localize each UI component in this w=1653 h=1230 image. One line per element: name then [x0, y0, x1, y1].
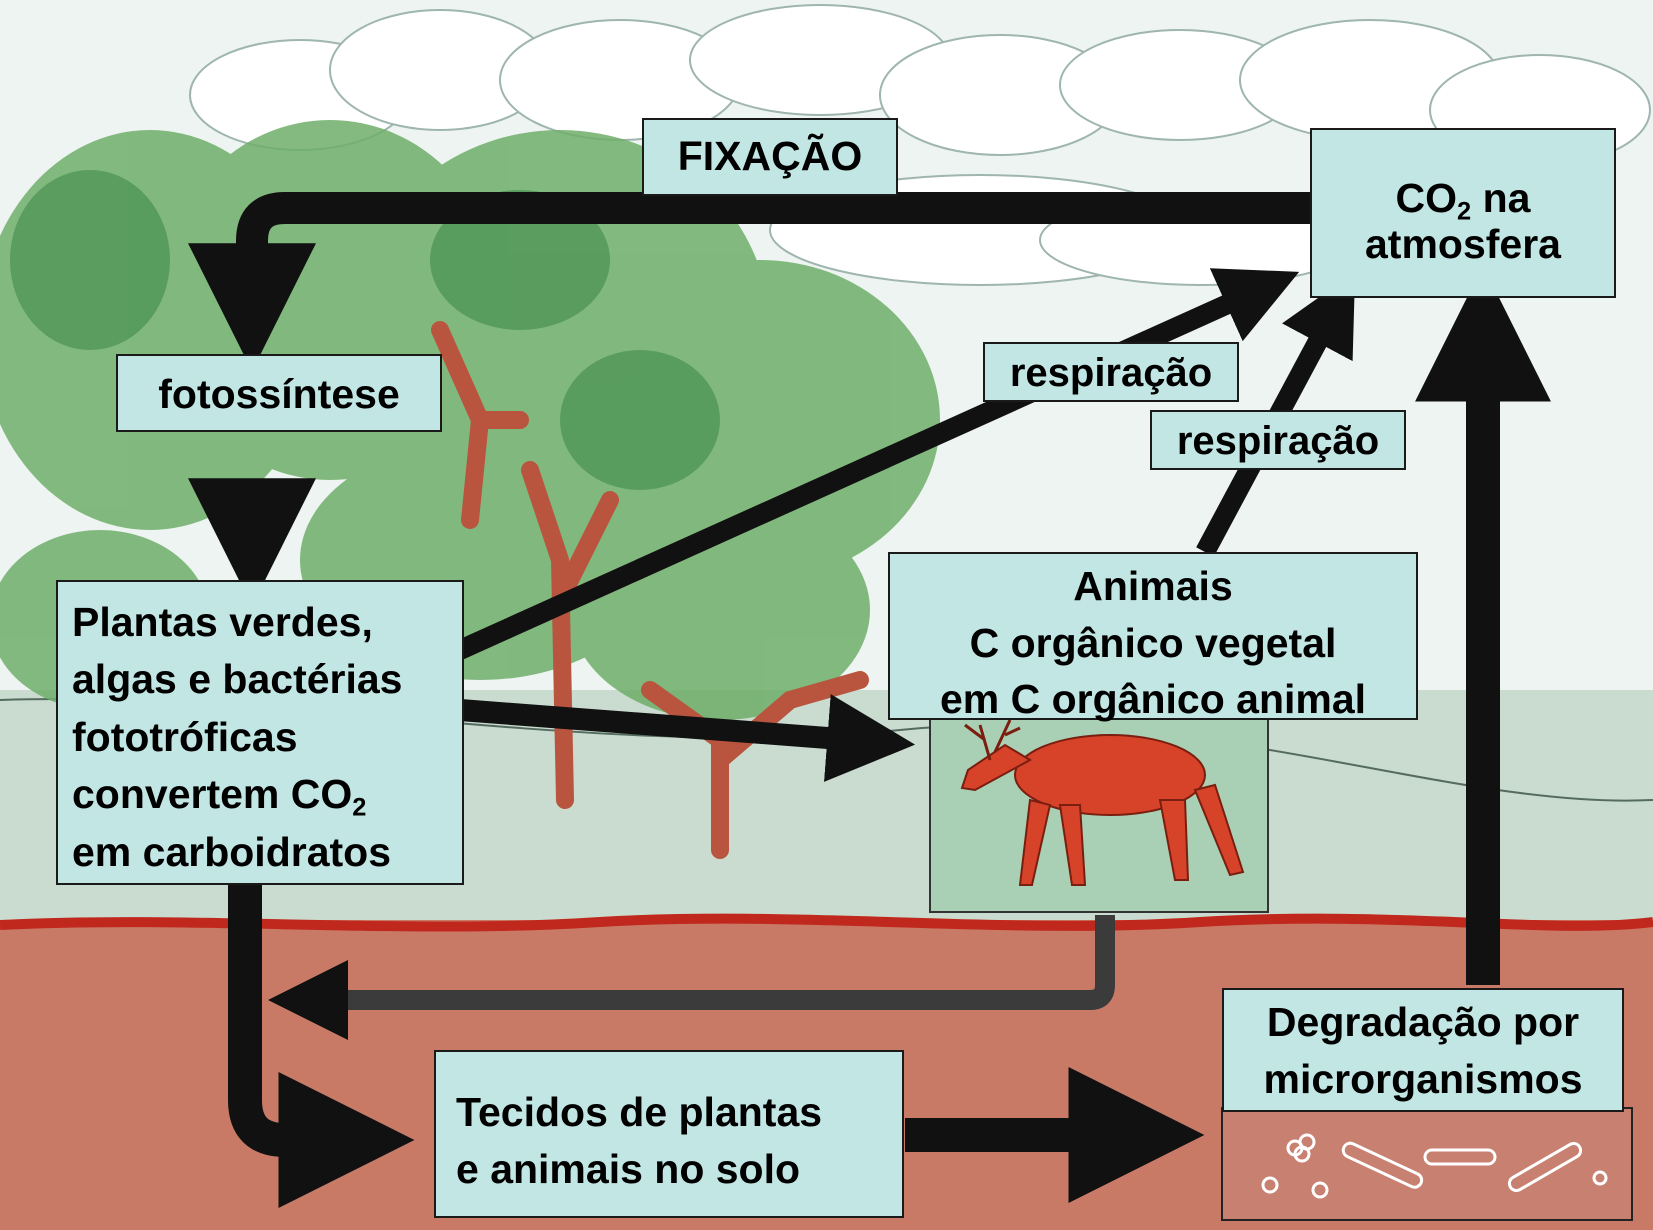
- atmosphere-co2-line2: atmosfera: [1365, 220, 1561, 267]
- tree-foliage-dark: [10, 170, 720, 490]
- fixation-label: FIXAÇÃO: [642, 118, 898, 196]
- producers-line2: algas e bactérias: [72, 656, 403, 703]
- animals-label: Animais C orgânico vegetal em C orgânico…: [888, 552, 1418, 722]
- arrow-plants-to-soil: [228, 885, 415, 1208]
- respiration-label-animals-text: respiração: [1176, 419, 1380, 463]
- degradation-line2: microrganismos: [1263, 1055, 1583, 1102]
- producers-line3: fototróficas: [72, 713, 298, 760]
- producers-label: Plantas verdes, algas e bactérias fototr…: [56, 580, 464, 885]
- arrow-fixacao: [188, 192, 1310, 372]
- animals-line3: em C orgânico animal: [939, 676, 1367, 723]
- photosynthesis-label: fotossíntese: [116, 354, 442, 432]
- respiration-label-plants-text: respiração: [1009, 351, 1213, 395]
- producers-line4: convertem CO2: [72, 771, 367, 822]
- arrow-plants-to-animals: [459, 694, 916, 782]
- atmosphere-co2-line1: CO2 na: [1395, 175, 1531, 226]
- soil-tissue-label: Tecidos de plantas e animais no solo: [434, 1050, 904, 1218]
- producers-line5: em carboidratos: [72, 828, 391, 875]
- microorganism-icons: [1261, 1133, 1608, 1199]
- microorganism-panel: [1221, 1107, 1633, 1221]
- animals-line1: Animais: [1073, 563, 1233, 609]
- respiration-label-animals: respiração: [1150, 410, 1406, 470]
- soil-tissue-line2: e animais no solo: [456, 1146, 801, 1193]
- animals-line2: C orgânico vegetal: [969, 619, 1337, 666]
- producers-line1: Plantas verdes,: [72, 599, 373, 645]
- soil-line: [0, 913, 1653, 932]
- atmosphere-co2-label: CO2 na atmosfera: [1310, 128, 1616, 298]
- degradation-label: Degradação por microrganismos: [1222, 988, 1624, 1112]
- degradation-line1: Degradação por: [1266, 999, 1580, 1045]
- respiration-label-plants: respiração: [983, 342, 1239, 402]
- arrow-animals-to-soil: [268, 915, 1115, 1040]
- fixation-label-text: FIXAÇÃO: [677, 133, 863, 179]
- deer-icon: [960, 719, 1245, 886]
- soil-tissue-line1: Tecidos de plantas: [456, 1089, 823, 1135]
- photosynthesis-label-text: fotossíntese: [158, 371, 400, 417]
